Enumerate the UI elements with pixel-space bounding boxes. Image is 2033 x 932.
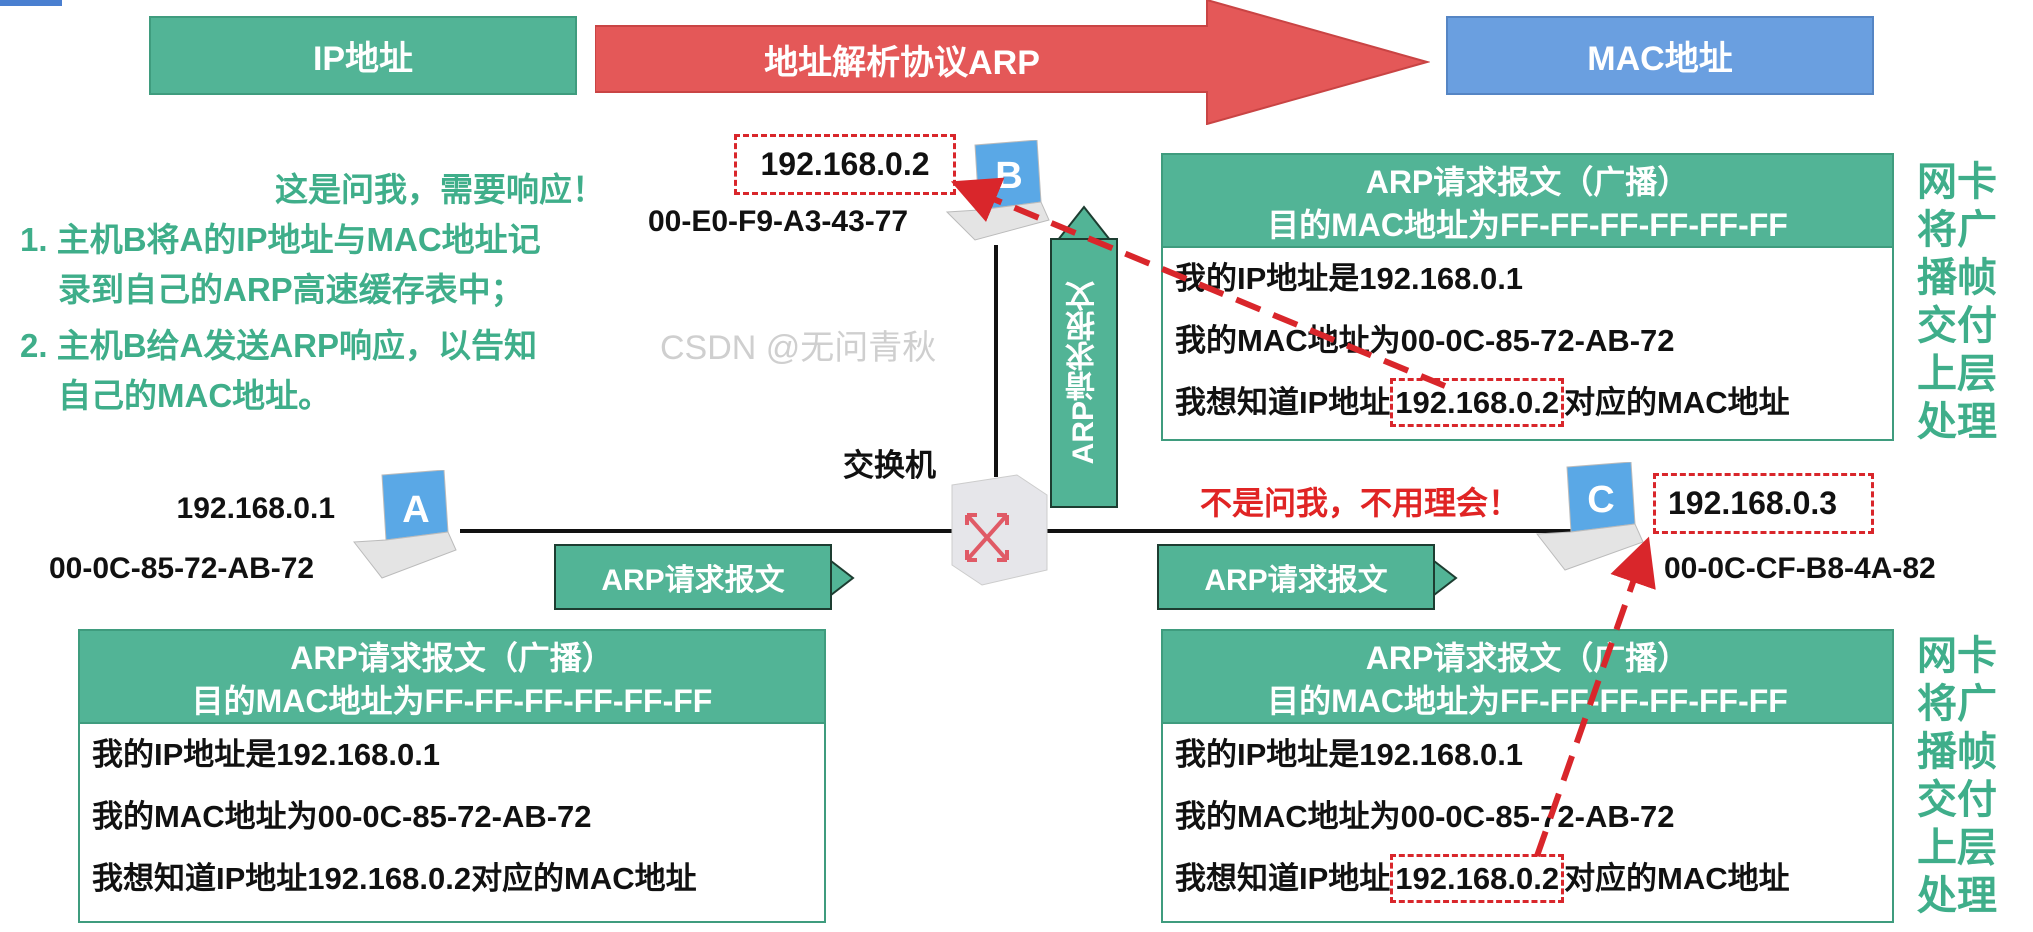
arp-request-arrow-right <box>1157 544 1458 610</box>
watermark: CSDN @无问青秋 <box>660 329 937 367</box>
note-title: 这是问我，需要响应！ <box>275 171 605 208</box>
message-title: ARP请求报文（广播） <box>290 640 614 676</box>
ip-address-label: IP地址 <box>312 40 414 78</box>
message-dest-mac: 目的MAC地址为FF-FF-FF-FF-FF-FF <box>1267 207 1788 243</box>
message-header: ARP请求报文（广播） 目的MAC地址为FF-FF-FF-FF-FF-FF <box>80 631 824 724</box>
message-line: 我的IP地址是192.168.0.1 <box>1175 737 1524 772</box>
side-note-line: 将广 <box>1917 208 1997 252</box>
host-b-note: 这是问我，需要响应！ 1. 主机B将A的IP地址与MAC地址记 录到自己的ARP… <box>20 165 605 421</box>
message-line: 我的MAC地址为00-0C-85-72-AB-72 <box>1175 799 1675 834</box>
arp-arrow <box>595 0 1430 125</box>
ip-address-box: IP地址 <box>149 16 577 95</box>
message-line: 我的MAC地址为00-0C-85-72-AB-72 <box>92 799 592 834</box>
switch-icon <box>951 474 1048 586</box>
message-line: 我的MAC地址为00-0C-85-72-AB-72 <box>1175 323 1675 358</box>
side-note-line: 交付 <box>1917 778 1997 822</box>
message-line-part: 对应的MAC地址 <box>1564 861 1790 896</box>
note-line: 1. 主机B将A的IP地址与MAC地址记 <box>20 221 541 258</box>
host-c-ip: 192.168.0.3 <box>1653 473 1874 534</box>
arp-message-host-b: ARP请求报文（广播） 目的MAC地址为FF-FF-FF-FF-FF-FF 我的I… <box>1161 153 1894 441</box>
side-note-line: 网卡 <box>1917 634 1997 678</box>
message-line-part: 对应的MAC地址 <box>471 861 697 896</box>
side-note-line: 交付 <box>1917 304 1997 348</box>
note-line: 自己的MAC地址。 <box>58 377 332 414</box>
vertical-tag-label: ARP请求报文 <box>1067 281 1100 465</box>
host-b-ip: 192.168.0.2 <box>734 134 956 195</box>
corner-marker <box>0 0 62 6</box>
arp-tag-right: ARP请求报文 <box>1204 564 1388 597</box>
note-line: 2. 主机B给A发送ARP响应，以告知 <box>20 327 538 364</box>
side-note-line: 网卡 <box>1917 160 1997 204</box>
message-line: 我的IP地址是192.168.0.1 <box>1175 261 1524 296</box>
side-note-line: 上层 <box>1917 352 1997 396</box>
target-ip-highlight: 192.168.0.2 <box>1390 854 1565 903</box>
message-title: ARP请求报文（广播） <box>1365 640 1690 676</box>
link-b-switch <box>994 245 998 477</box>
host-a-mac: 00-0C-85-72-AB-72 <box>49 552 315 585</box>
mac-address-label: MAC地址 <box>1587 40 1733 78</box>
switch-label: 交换机 <box>843 448 936 483</box>
laptop-b-icon: B <box>945 140 1050 241</box>
host-c-mac: 00-0C-CF-B8-4A-82 <box>1664 552 1936 585</box>
message-line-part: 我想知道IP地址 <box>92 861 308 896</box>
arp-label: 地址解析协议ARP <box>597 26 1207 92</box>
target-ip-highlight: 192.168.0.2 <box>1390 378 1565 427</box>
host-b-mac: 00-E0-F9-A3-43-77 <box>648 205 909 238</box>
laptop-a-icon: A <box>353 470 457 579</box>
message-line: 我的IP地址是192.168.0.1 <box>92 737 441 772</box>
host-a-letter: A <box>402 489 429 531</box>
arp-message-host-a: ARP请求报文（广播） 目的MAC地址为FF-FF-FF-FF-FF-FF 我的I… <box>78 629 826 923</box>
laptop-c-icon: C <box>1536 462 1644 571</box>
side-note-line: 处理 <box>1917 874 1997 918</box>
message-line-part: 我想知道IP地址 <box>1175 385 1391 420</box>
side-note-line: 将广 <box>1917 682 1997 726</box>
message-line-part: 我想知道IP地址 <box>1175 861 1391 896</box>
side-note-line: 播帧 <box>1917 256 1997 300</box>
arp-tag-left: ARP请求报文 <box>601 564 785 597</box>
side-note-line: 上层 <box>1917 826 1997 870</box>
side-note-top: 网卡将广播帧交付上层处理 <box>1912 158 2002 446</box>
target-ip: 192.168.0.2 <box>307 861 472 896</box>
vertical-tag: ARP请求报文 <box>1051 240 1117 506</box>
arp-label-text: 地址解析协议ARP <box>764 43 1040 82</box>
side-note-bottom: 网卡将广播帧交付上层处理 <box>1912 632 2002 920</box>
message-header: ARP请求报文（广播） 目的MAC地址为FF-FF-FF-FF-FF-FF <box>1163 631 1892 724</box>
note-line: 录到自己的ARP高速缓存表中； <box>58 271 524 308</box>
message-header: ARP请求报文（广播） 目的MAC地址为FF-FF-FF-FF-FF-FF <box>1163 155 1892 248</box>
side-note-line: 处理 <box>1917 400 1997 444</box>
message-dest-mac: 目的MAC地址为FF-FF-FF-FF-FF-FF <box>191 683 713 719</box>
host-c-note: 不是问我，不用理会！ <box>1200 485 1521 521</box>
message-title: ARP请求报文（广播） <box>1365 164 1690 200</box>
arp-message-host-c: ARP请求报文（广播） 目的MAC地址为FF-FF-FF-FF-FF-FF 我的I… <box>1161 629 1894 923</box>
host-c-letter: C <box>1587 479 1614 521</box>
message-dest-mac: 目的MAC地址为FF-FF-FF-FF-FF-FF <box>1267 683 1788 719</box>
host-a-ip: 192.168.0.1 <box>176 492 335 525</box>
host-b-letter: B <box>995 155 1022 197</box>
message-line-part: 对应的MAC地址 <box>1564 385 1790 420</box>
arp-request-arrow-left <box>554 544 855 610</box>
message-line: 我想知道IP地址192.168.0.2对应的MAC地址 <box>80 848 824 910</box>
mac-address-box: MAC地址 <box>1446 16 1874 95</box>
side-note-line: 播帧 <box>1917 730 1997 774</box>
